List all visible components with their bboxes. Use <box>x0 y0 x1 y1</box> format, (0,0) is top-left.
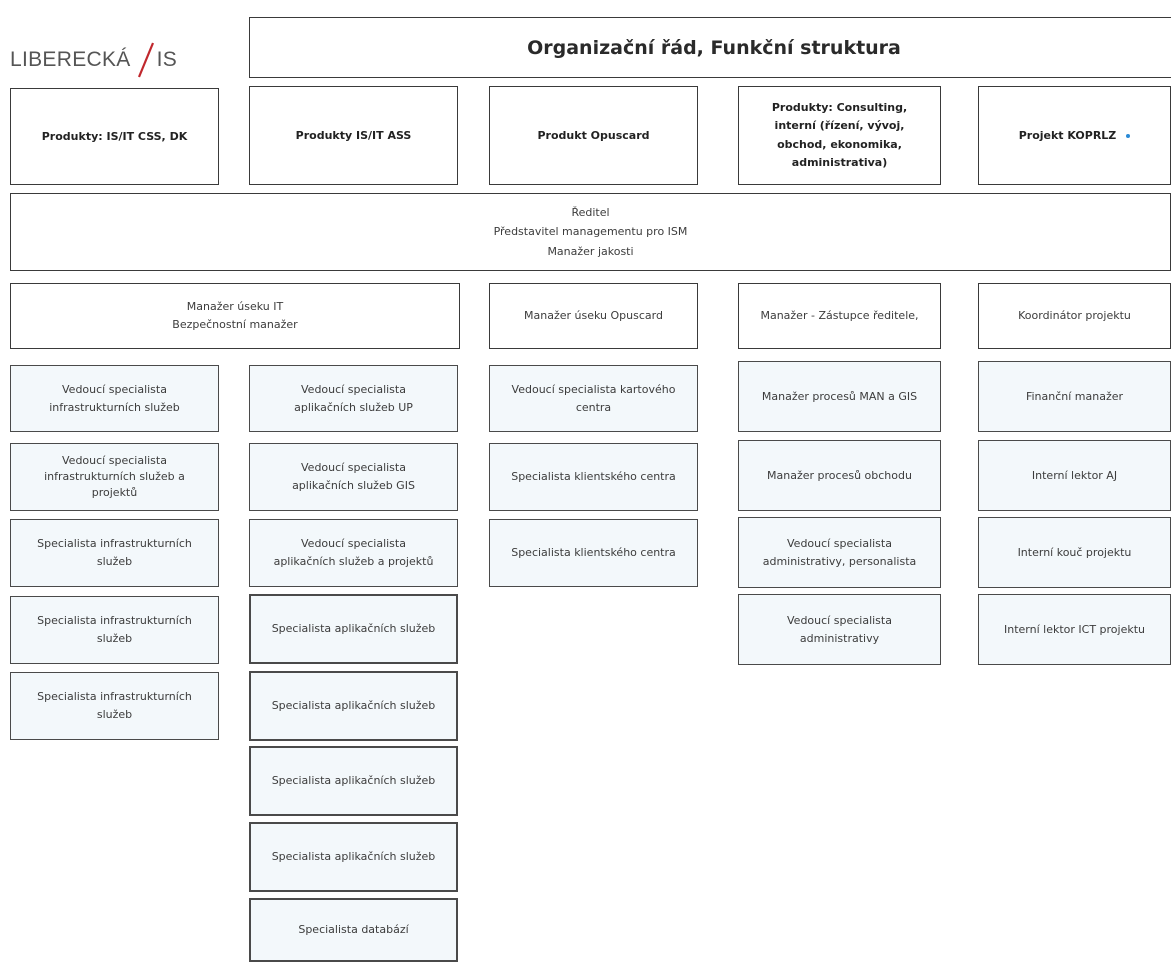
product-line: administrativa) <box>791 155 888 169</box>
role-line: administrativy, personalista <box>762 554 917 568</box>
app-lead-specialist-gis: Vedoucí specialista aplikačních služeb G… <box>249 443 458 511</box>
internal-lecturer-ict: Interní lektor ICT projektu <box>978 594 1171 665</box>
process-manager-sales: Manažer procesů obchodu <box>738 440 941 511</box>
role-line: Specialista aplikačních služeb <box>271 774 436 788</box>
role-line: Manažer procesů obchodu <box>767 468 912 482</box>
app-lead-specialist-up: Vedoucí specialista aplikačních služeb U… <box>249 365 458 432</box>
app-specialist: Specialista aplikačních služeb <box>249 594 458 664</box>
project-koprlz: Projekt KOPRLZ <box>978 86 1171 185</box>
director-role: Manažer jakosti <box>547 244 634 258</box>
app-specialist: Specialista aplikačních služeb <box>249 746 458 816</box>
product-label: Produkt Opuscard <box>537 128 650 142</box>
product-label: Produkty IS/IT ASS <box>295 128 412 142</box>
client-center-specialist: Specialista klientského centra <box>489 443 698 511</box>
blue-dot-icon <box>1126 133 1131 138</box>
logo-slash-icon <box>137 42 154 78</box>
product-line: interní (řízení, vývoj, <box>774 119 905 133</box>
role-line: Specialista aplikačních služeb <box>271 622 436 636</box>
role-line: infrastrukturních služeb <box>49 400 180 414</box>
role-line: administrativy <box>799 631 880 645</box>
role-line: Specialista infrastrukturních <box>37 690 192 704</box>
infra-lead-specialist-projects: Vedoucí specialista infrastrukturních sl… <box>10 443 219 511</box>
app-specialist: Specialista aplikačních služeb <box>249 671 458 741</box>
manager-title: Manažer - Zástupce ředitele, <box>760 309 919 323</box>
manager-opuscard-division: Manažer úseku Opuscard <box>489 283 698 349</box>
project-coordinator: Koordinátor projektu <box>978 283 1171 349</box>
product-label: Projekt KOPRLZ <box>1018 128 1117 142</box>
internal-project-coach: Interní kouč projektu <box>978 517 1171 588</box>
product-line: Produkty: Consulting, <box>771 101 908 115</box>
role-line: Vedoucí specialista <box>301 461 406 475</box>
process-manager-man-gis: Manažer procesů MAN a GIS <box>738 361 941 432</box>
logo-text-right: IS <box>156 48 178 71</box>
role-line: Specialista klientského centra <box>511 470 676 484</box>
product-line: obchod, ekonomika, <box>777 137 902 151</box>
role-line: Specialista databází <box>298 923 409 937</box>
director-title: Ředitel <box>571 206 610 220</box>
role-line: Manažer procesů MAN a GIS <box>761 389 918 403</box>
role-line: aplikačních služeb UP <box>294 400 413 414</box>
database-specialist: Specialista databází <box>249 898 458 962</box>
role-line: aplikačních služeb a projektů <box>273 555 434 568</box>
manager-deputy-director: Manažer - Zástupce ředitele, <box>738 283 941 349</box>
role-line: Vedoucí specialista kartového <box>511 382 676 396</box>
product-label: Produkty: IS/IT CSS, DK <box>41 129 188 143</box>
role-line: Specialista aplikačních služeb <box>271 850 436 864</box>
page-title: Organizační řád, Funkční struktura <box>249 17 1171 78</box>
director-role: Představitel managementu pro ISM <box>493 225 688 239</box>
role-line: Specialista infrastrukturních <box>37 614 192 628</box>
role-line: aplikačních služeb GIS <box>292 479 415 492</box>
finance-manager: Finanční manažer <box>978 361 1171 432</box>
product-consulting-internal: Produkty: Consulting, interní (řízení, v… <box>738 86 941 185</box>
infra-specialist: Specialista infrastrukturních služeb <box>10 519 219 587</box>
manager-title: Manažer úseku Opuscard <box>524 309 663 323</box>
infra-specialist: Specialista infrastrukturních služeb <box>10 596 219 664</box>
role-line: služeb <box>96 632 133 645</box>
role-line: Vedoucí specialista <box>301 382 406 396</box>
app-specialist: Specialista aplikačních služeb <box>249 822 458 892</box>
role-line: Vedoucí specialista <box>787 536 892 550</box>
role-line: projektů <box>91 485 138 499</box>
role-line: centra <box>575 400 612 414</box>
internal-lecturer-en: Interní lektor AJ <box>978 440 1171 511</box>
role-line: infrastrukturních služeb a <box>44 470 185 484</box>
logo-text-left: LIBERECKÁ <box>10 48 131 71</box>
manager-role: Bezpečnostní manažer <box>172 318 298 331</box>
role-line: Interní lektor ICT projektu <box>1003 622 1146 636</box>
role-line: Interní lektor AJ <box>1031 468 1118 482</box>
admin-lead: Vedoucí specialista administrativy <box>738 594 941 665</box>
infra-specialist: Specialista infrastrukturních služeb <box>10 672 219 740</box>
company-logo: LIBERECKÁ IS <box>10 40 177 80</box>
role-line: Interní kouč projektu <box>1017 545 1132 559</box>
role-line: Specialista aplikačních služeb <box>271 699 436 713</box>
role-line: Vedoucí specialista <box>62 382 167 396</box>
manager-title: Manažer úseku IT <box>186 300 284 314</box>
app-lead-specialist-projects: Vedoucí specialista aplikačních služeb a… <box>249 519 458 587</box>
product-is-it-css-dk: Produkty: IS/IT CSS, DK <box>10 88 219 185</box>
manager-title: Koordinátor projektu <box>1018 309 1131 323</box>
admin-lead-hr: Vedoucí specialista administrativy, pers… <box>738 517 941 588</box>
role-line: Specialista klientského centra <box>511 546 676 560</box>
client-center-specialist: Specialista klientského centra <box>489 519 698 587</box>
infra-lead-specialist: Vedoucí specialista infrastrukturních sl… <box>10 365 219 432</box>
role-line: Vedoucí specialista <box>62 454 167 468</box>
role-line: Vedoucí specialista <box>301 537 406 551</box>
role-line: služeb <box>96 708 133 721</box>
role-line: Vedoucí specialista <box>787 613 892 627</box>
role-line: služeb <box>96 555 133 568</box>
product-is-it-ass: Produkty IS/IT ASS <box>249 86 458 185</box>
role-line: Specialista infrastrukturních <box>37 537 192 551</box>
director-box: Ředitel Představitel managementu pro ISM… <box>10 193 1171 271</box>
role-line: Finanční manažer <box>1025 389 1124 403</box>
card-center-lead-specialist: Vedoucí specialista kartového centra <box>489 365 698 432</box>
product-opuscard: Produkt Opuscard <box>489 86 698 185</box>
manager-it-division: Manažer úseku IT Bezpečnostní manažer <box>10 283 460 349</box>
